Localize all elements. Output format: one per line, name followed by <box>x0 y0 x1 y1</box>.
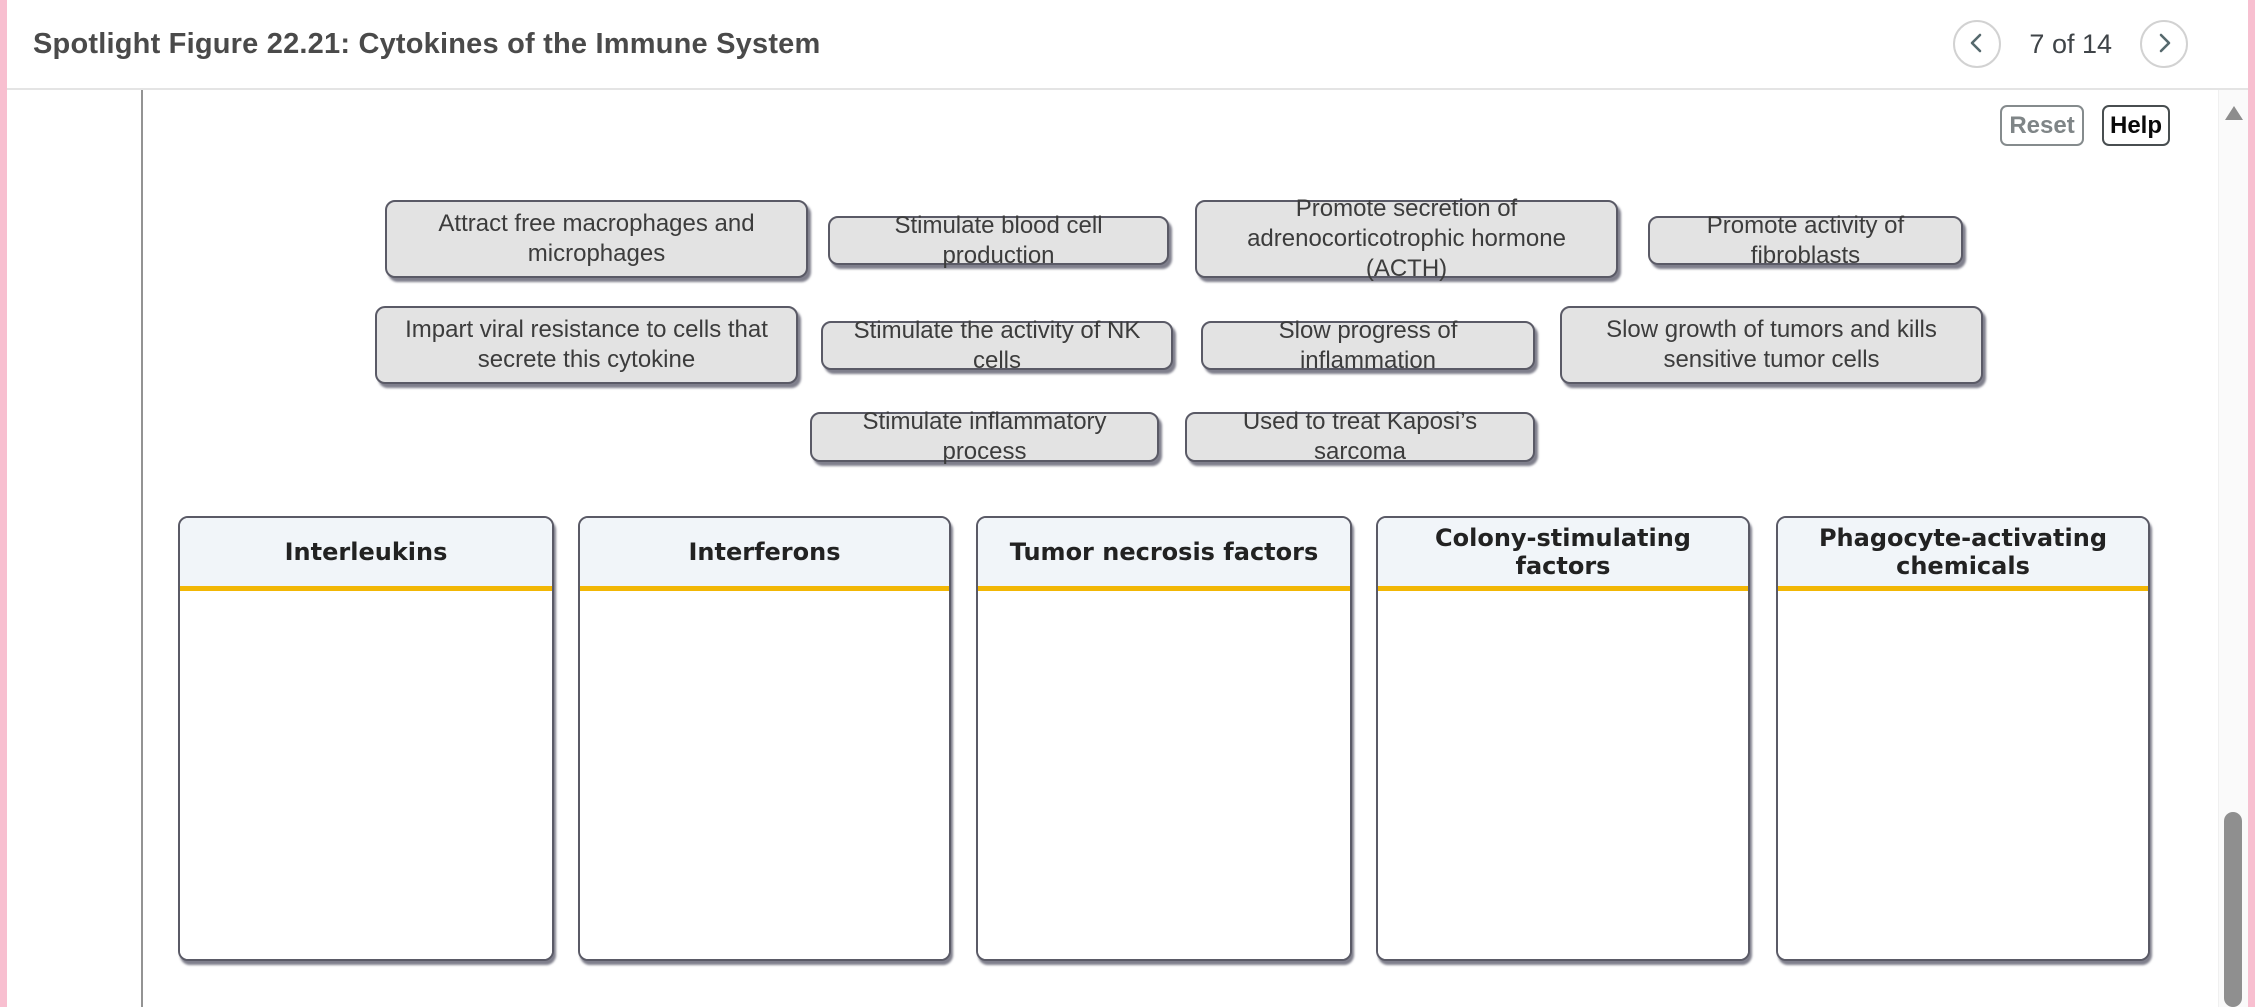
drag-chip[interactable]: Stimulate the activity of NK cells <box>821 317 1173 374</box>
reset-button[interactable]: Reset <box>2000 105 2084 146</box>
drop-zone[interactable] <box>180 591 552 959</box>
vertical-scrollbar[interactable] <box>2218 90 2249 1007</box>
drag-chip[interactable]: Impart viral resistance to cells that se… <box>375 306 798 384</box>
next-page-button[interactable] <box>2140 20 2188 68</box>
title-bar: Spotlight Figure 22.21: Cytokines of the… <box>7 0 2248 90</box>
column-header: Phagocyte-activating chemicals <box>1778 518 2148 591</box>
chevron-left-icon <box>1965 31 1989 58</box>
drag-chip[interactable]: Used to treat Kaposi’s sarcoma <box>1185 408 1535 465</box>
left-panel-divider <box>141 90 143 1007</box>
column-header: Interleukins <box>180 518 552 591</box>
drag-chip[interactable]: Stimulate blood cell production <box>828 212 1169 269</box>
drop-column-tumor-necrosis-factors[interactable]: Tumor necrosis factors <box>976 516 1352 961</box>
scrollbar-thumb[interactable] <box>2224 812 2242 1007</box>
drop-column-interleukins[interactable]: Interleukins <box>178 516 554 961</box>
column-header: Interferons <box>580 518 949 591</box>
pagination: 7 of 14 <box>1953 0 2188 88</box>
drag-chip[interactable]: Slow progress of inflammation <box>1201 317 1535 374</box>
drag-chip[interactable]: Promote secretion of adrenocorticotrophi… <box>1195 195 1618 282</box>
help-button[interactable]: Help <box>2102 105 2170 146</box>
page-edge-pink-right <box>2248 0 2255 1007</box>
page-title: Spotlight Figure 22.21: Cytokines of the… <box>33 27 821 60</box>
drop-zone[interactable] <box>580 591 949 959</box>
drop-column-phagocyte-activating-chemicals[interactable]: Phagocyte-activating chemicals <box>1776 516 2150 961</box>
scroll-up-icon[interactable] <box>2225 106 2243 120</box>
page-edge-pink-left <box>0 0 7 1007</box>
drag-chip[interactable]: Attract free macrophages and microphages <box>385 200 808 278</box>
drop-zone[interactable] <box>1378 591 1748 959</box>
column-header: Tumor necrosis factors <box>978 518 1350 591</box>
drop-column-colony-stimulating-factors[interactable]: Colony-stimulating factors <box>1376 516 1750 961</box>
drag-chip[interactable]: Slow growth of tumors and kills sensitiv… <box>1560 306 1983 384</box>
drag-chip[interactable]: Stimulate inflammatory process <box>810 408 1159 465</box>
prev-page-button[interactable] <box>1953 20 2002 68</box>
drop-zone[interactable] <box>1778 591 2148 959</box>
drop-zone[interactable] <box>978 591 1350 959</box>
drop-column-interferons[interactable]: Interferons <box>578 516 951 961</box>
chevron-right-icon <box>2152 31 2176 58</box>
page-count-label: 7 of 14 <box>2029 28 2112 59</box>
drag-chip[interactable]: Promote activity of fibroblasts <box>1648 212 1963 269</box>
column-header: Colony-stimulating factors <box>1378 518 1748 591</box>
